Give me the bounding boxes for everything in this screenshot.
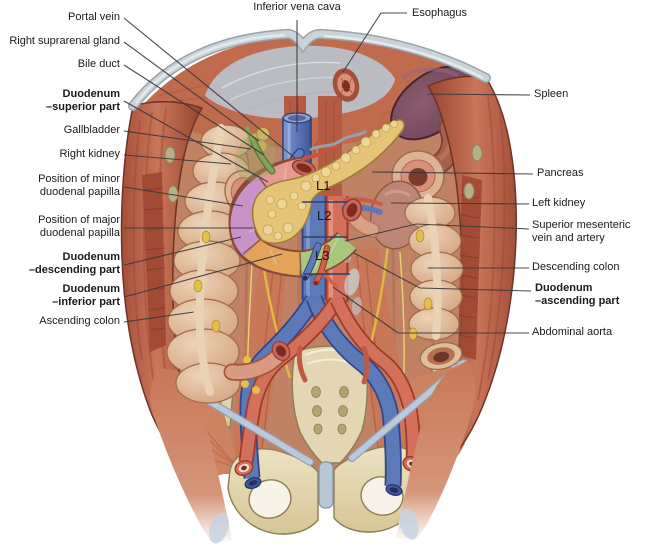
label-duodenum-inferior-part: Duodenum –inferior part <box>52 283 120 308</box>
label-right-suprarenal-gland: Right suprarenal gland <box>9 35 120 47</box>
label-gallbladder: Gallbladder <box>63 124 120 136</box>
vertebral-level-lines <box>302 201 350 275</box>
duodenum-inferior-part <box>244 238 301 276</box>
label-position-of-minor-duodenal-papilla: Position of minor duodenal papilla <box>38 173 120 198</box>
label-duodenum-ascending-part: Duodenum –ascending part <box>535 282 620 307</box>
splenic-artery <box>309 129 367 152</box>
label-vertebra-l1: L1 <box>316 178 331 193</box>
pelvis-bones <box>227 345 423 535</box>
thigh-muscle-strips <box>150 360 476 544</box>
terminal-ileum-stub <box>223 341 291 394</box>
leader-minor-papilla <box>123 186 244 207</box>
leader-bile-duct <box>123 64 265 156</box>
label-left-kidney: Left kidney <box>532 197 586 209</box>
duodenum-loop <box>228 156 357 278</box>
leader-duodenum-ascending <box>353 252 532 292</box>
descending-colon <box>404 194 464 371</box>
leader-lines <box>123 12 534 334</box>
leader-abdominal-aorta <box>332 286 529 334</box>
leader-left-kidney <box>390 202 530 205</box>
jejunum-cut-stub <box>342 198 380 238</box>
pubic-symphysis <box>318 461 334 509</box>
label-vertebra-l3: L3 <box>315 248 330 263</box>
label-spleen: Spleen <box>534 88 569 100</box>
leader-spleen <box>427 93 531 96</box>
label-superior-mesenteric-vein-and-artery: Superior mesenteric vein and artery <box>532 219 631 244</box>
duodenum-descending-part <box>230 175 273 257</box>
costal-margin-rim <box>128 28 491 111</box>
leader-esophagus <box>342 12 407 73</box>
celiac-arteries <box>300 129 367 162</box>
label-esophagus: Esophagus <box>412 7 468 19</box>
label-vertebra-l2: L2 <box>317 208 332 223</box>
obturator-foramen-right <box>248 479 292 519</box>
label-duodenum-superior-part: Duodenum –superior part <box>46 88 120 113</box>
leader-duodenum-inferior <box>123 253 283 298</box>
taenia-coli <box>424 194 442 340</box>
leader-superior-mesenteric <box>344 223 530 242</box>
body-wall-left <box>120 100 204 470</box>
esophagus <box>332 68 360 102</box>
label-ascending-colon: Ascending colon <box>39 315 120 327</box>
label-portal-vein: Portal vein <box>68 11 120 23</box>
label-pancreas: Pancreas <box>537 167 584 179</box>
leader-right-suprarenal-gland <box>123 41 260 142</box>
leader-duodenum-descending <box>123 236 242 266</box>
transversus-band-left <box>142 172 166 352</box>
taenia-coli <box>195 124 225 396</box>
label-duodenum-descending-part: Duodenum –descending part <box>28 251 120 276</box>
label-bile-duct: Bile duct <box>77 58 120 70</box>
leader-ascending-colon <box>123 311 195 323</box>
label-abdominal-aorta: Abdominal aorta <box>532 326 613 338</box>
leader-gallbladder <box>123 130 252 150</box>
label-position-of-major-duodenal-papilla: Position of major duodenal papilla <box>38 214 120 239</box>
label-right-kidney: Right kidney <box>59 148 120 160</box>
pancreas <box>251 119 405 244</box>
label-inferior-vena-cava: Inferior vena cava <box>253 1 341 13</box>
label-descending-colon: Descending colon <box>532 261 620 273</box>
leader-portal-vein <box>123 17 296 159</box>
leader-pancreas <box>371 171 534 175</box>
leader-right-kidney <box>123 154 232 165</box>
